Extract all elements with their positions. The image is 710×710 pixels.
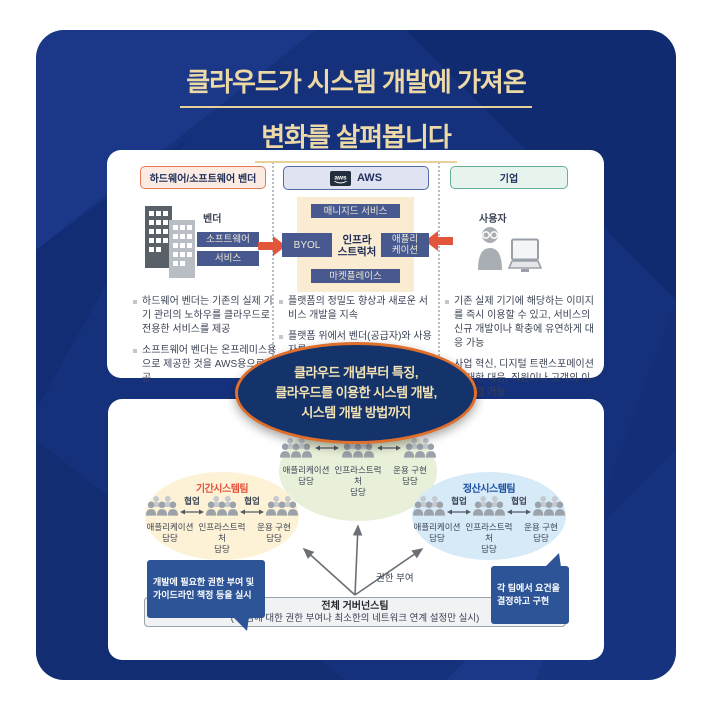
bullet-item: 하드웨어 벤더는 기존의 실제 기기 관리의 노하우를 클라우드로 전용한 서비… <box>133 295 277 337</box>
people-group-icon <box>533 496 565 516</box>
people-group-icon <box>280 438 312 458</box>
left-callout-text: 개발에 필요한 권한 부여 및 가이드라인 책정 등을 실시 <box>153 577 255 600</box>
kigan-team-ellipse: 기간시스템팀 협업 협업 애플리케이션 담당 인프라스트럭처 담당 운용 구현 … <box>145 472 299 560</box>
right-callout-text: 각 팀에서 요건을 결정하고 구현 <box>497 583 560 606</box>
grant-authority-label: 권한 부여 <box>376 573 414 584</box>
role-label: 인프라스트럭처 담당 <box>198 522 246 554</box>
vendor-figure-label: 벤더 <box>203 214 222 225</box>
bullet-marker <box>133 349 137 353</box>
collab-label: 협업 <box>511 496 527 506</box>
vendor-aws-corp-panel: 하드웨어/소프트웨어 벤더 aws AWS 기업 <box>107 150 604 398</box>
people-group-icon <box>413 496 445 516</box>
laptop-icon <box>507 238 543 272</box>
oval-line-2: 클라우드를 이용한 시스템 개발, <box>275 385 437 400</box>
callout-tail <box>233 617 249 631</box>
bullet-item: 소프트웨어 벤더는 온프레미스용으로 제공한 것을 AWS용으로 제공 <box>133 344 277 386</box>
role-label: 운용 구현 담당 <box>257 522 291 543</box>
managed-service-box: 매니지드 서비스 <box>311 204 400 218</box>
title-line-2: 변화를 살펴봅니다 <box>255 117 457 163</box>
governance-subtitle: (각 팀에 대한 권한 부여나 최소한의 네트워크 연계 설정만 실시) <box>230 613 480 624</box>
governance-arrows <box>302 524 424 596</box>
bullet-marker <box>133 300 137 304</box>
collab-arrow-icon <box>315 444 339 451</box>
byol-box: BYOL <box>282 233 332 257</box>
team-title: 기간시스템팀 <box>195 484 249 495</box>
people-group-icon <box>146 496 178 516</box>
application-box: 애플리 케이션 <box>381 233 429 257</box>
vendor-bullets: 하드웨어 벤더는 기존의 실제 기기 관리의 노하우를 클라우드로 전용한 서비… <box>133 295 277 393</box>
role-label: 운용 구현 담당 <box>524 522 558 543</box>
governance-title: 전체 거버넌스팀 <box>321 601 389 612</box>
bullet-text: 기존 실제 기기에 해당하는 이미지를 즉시 이용할 수 있고, 서비스의 신규… <box>454 296 594 349</box>
people-group-icon <box>404 438 436 458</box>
people-group-icon <box>473 496 505 516</box>
arrow-left-icon <box>425 231 453 251</box>
bullet-item: 플랫폼의 정밀도 향상과 새로운 서비스 개발을 지속 <box>279 295 432 323</box>
collab-arrow-icon <box>507 508 531 516</box>
service-box: 서비스 <box>197 251 259 266</box>
collab-label: 협업 <box>184 496 200 506</box>
bullet-marker <box>445 300 449 304</box>
buildings-icon <box>145 206 195 278</box>
blue-card: 클라우드가 시스템 개발에 가져온 변화를 살펴봅니다 하드웨어/소프트웨어 벤… <box>36 30 676 680</box>
callout-tail <box>545 553 561 567</box>
aws-header-label: AWS <box>356 172 383 184</box>
people-group-icon <box>266 496 298 516</box>
collab-label: 협업 <box>244 496 260 506</box>
collab-arrow-icon <box>377 444 401 451</box>
aws-column-header: aws AWS <box>283 166 429 190</box>
bullet-text: 소프트웨어 벤더는 온프레미스용으로 제공한 것을 AWS용으로 제공 <box>142 345 277 384</box>
arrow-right-icon <box>258 236 286 256</box>
user-figure-label: 사용자 <box>479 214 507 225</box>
bullet-item: 기존 실제 기기에 해당하는 이미지를 즉시 이용할 수 있고, 서비스의 신규… <box>445 295 597 351</box>
column-divider <box>272 162 274 368</box>
infrastructure-label: 인프라 스트럭처 <box>337 234 377 258</box>
jeongsan-team-ellipse: 정산시스템팀 협업 협업 애플리케이션 담당 인프라스트럭처 담당 운용 구현 … <box>412 472 566 560</box>
collab-arrow-icon <box>240 508 264 516</box>
role-label: 운용 구현 담당 <box>393 465 427 486</box>
bullet-text: 하드웨어 벤더는 기존의 실제 기기 관리의 노하우를 클라우드로 전용한 서비… <box>142 296 273 335</box>
bullet-marker <box>279 300 283 304</box>
title-line-1: 클라우드가 시스템 개발에 가져온 <box>180 62 532 108</box>
collab-arrow-icon <box>180 508 204 516</box>
collab-label: 협업 <box>451 496 467 506</box>
marketplace-box: 마켓플레이스 <box>311 269 400 283</box>
role-label: 인프라스트럭처 담당 <box>334 465 382 497</box>
software-box: 소프트웨어 <box>197 232 259 247</box>
bullet-text: 사업 혁신, 디지털 트랜스포메이션에 대한 대응, 직원이나 고객의 이용 경… <box>454 359 594 398</box>
oval-line-1: 클라우드 개념부터 특징, <box>294 365 418 380</box>
user-icon <box>478 227 502 270</box>
aws-logo-text: aws <box>334 174 347 181</box>
team-title: 정산시스템팀 <box>462 484 516 495</box>
left-callout: 개발에 필요한 권한 부여 및 가이드라인 책정 등을 실시 <box>147 560 265 631</box>
right-callout: 각 팀에서 요건을 결정하고 구현 <box>491 553 569 624</box>
bullet-marker <box>279 335 283 339</box>
role-label: 애플리케이션 담당 <box>282 465 330 486</box>
page-title: 클라우드가 시스템 개발에 가져온 변화를 살펴봅니다 <box>36 62 676 172</box>
vendor-column-header: 하드웨어/소프트웨어 벤더 <box>140 166 266 189</box>
center-topic-oval: 클라우드 개념부터 특징, 클라우드를 이용한 시스템 개발, 시스템 개발 방… <box>235 342 477 444</box>
aws-logo-icon: aws <box>329 170 351 186</box>
role-label: 인프라스트럭처 담당 <box>465 522 513 554</box>
bullet-text: 플랫폼의 정밀도 향상과 새로운 서비스 개발을 지속 <box>288 296 428 321</box>
people-group-icon <box>206 496 238 516</box>
column-divider <box>438 162 440 368</box>
collab-arrow-icon <box>447 508 471 516</box>
role-label: 애플리케이션 담당 <box>146 522 194 543</box>
role-label: 애플리케이션 담당 <box>413 522 461 543</box>
oval-line-3: 시스템 개발 방법까지 <box>301 405 411 420</box>
corp-column-header: 기업 <box>450 166 568 189</box>
